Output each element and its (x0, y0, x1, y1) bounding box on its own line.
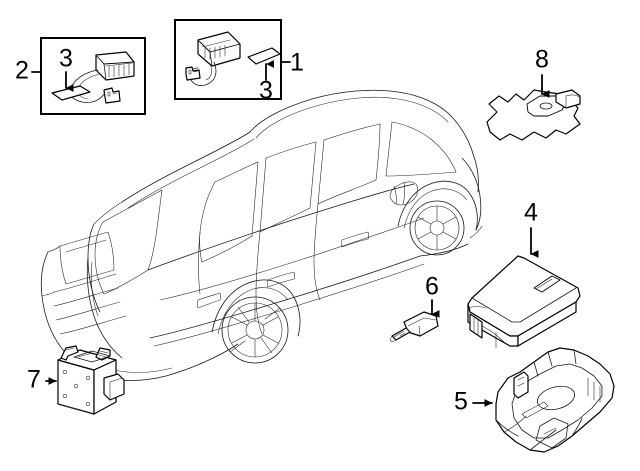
callout-number-7: 7 (27, 366, 41, 394)
callout-number-5: 5 (454, 388, 468, 416)
connector-plug-left (103, 87, 121, 104)
antenna-module-right (197, 31, 241, 67)
control-module (467, 255, 581, 349)
module-bracket (495, 347, 615, 453)
vehicle-illustration (40, 89, 483, 381)
sensor-module (57, 345, 125, 415)
callout-number-4: 4 (524, 199, 538, 227)
roof-antenna-plate (486, 89, 581, 141)
callout-number-2: 2 (15, 57, 29, 85)
impact-sensor (389, 311, 439, 343)
inset-box-2 (40, 37, 146, 115)
antenna-module-left (95, 51, 135, 81)
connector-plug-right (185, 66, 201, 81)
callout-number-3-right: 3 (259, 77, 273, 105)
callout-number-8: 8 (535, 46, 549, 74)
callout-number-3-left: 3 (59, 45, 73, 73)
callout-number-1: 1 (290, 49, 304, 77)
callout-number-6: 6 (425, 273, 439, 301)
inset-box-1 (174, 19, 282, 100)
foam-pad-right (247, 47, 281, 65)
